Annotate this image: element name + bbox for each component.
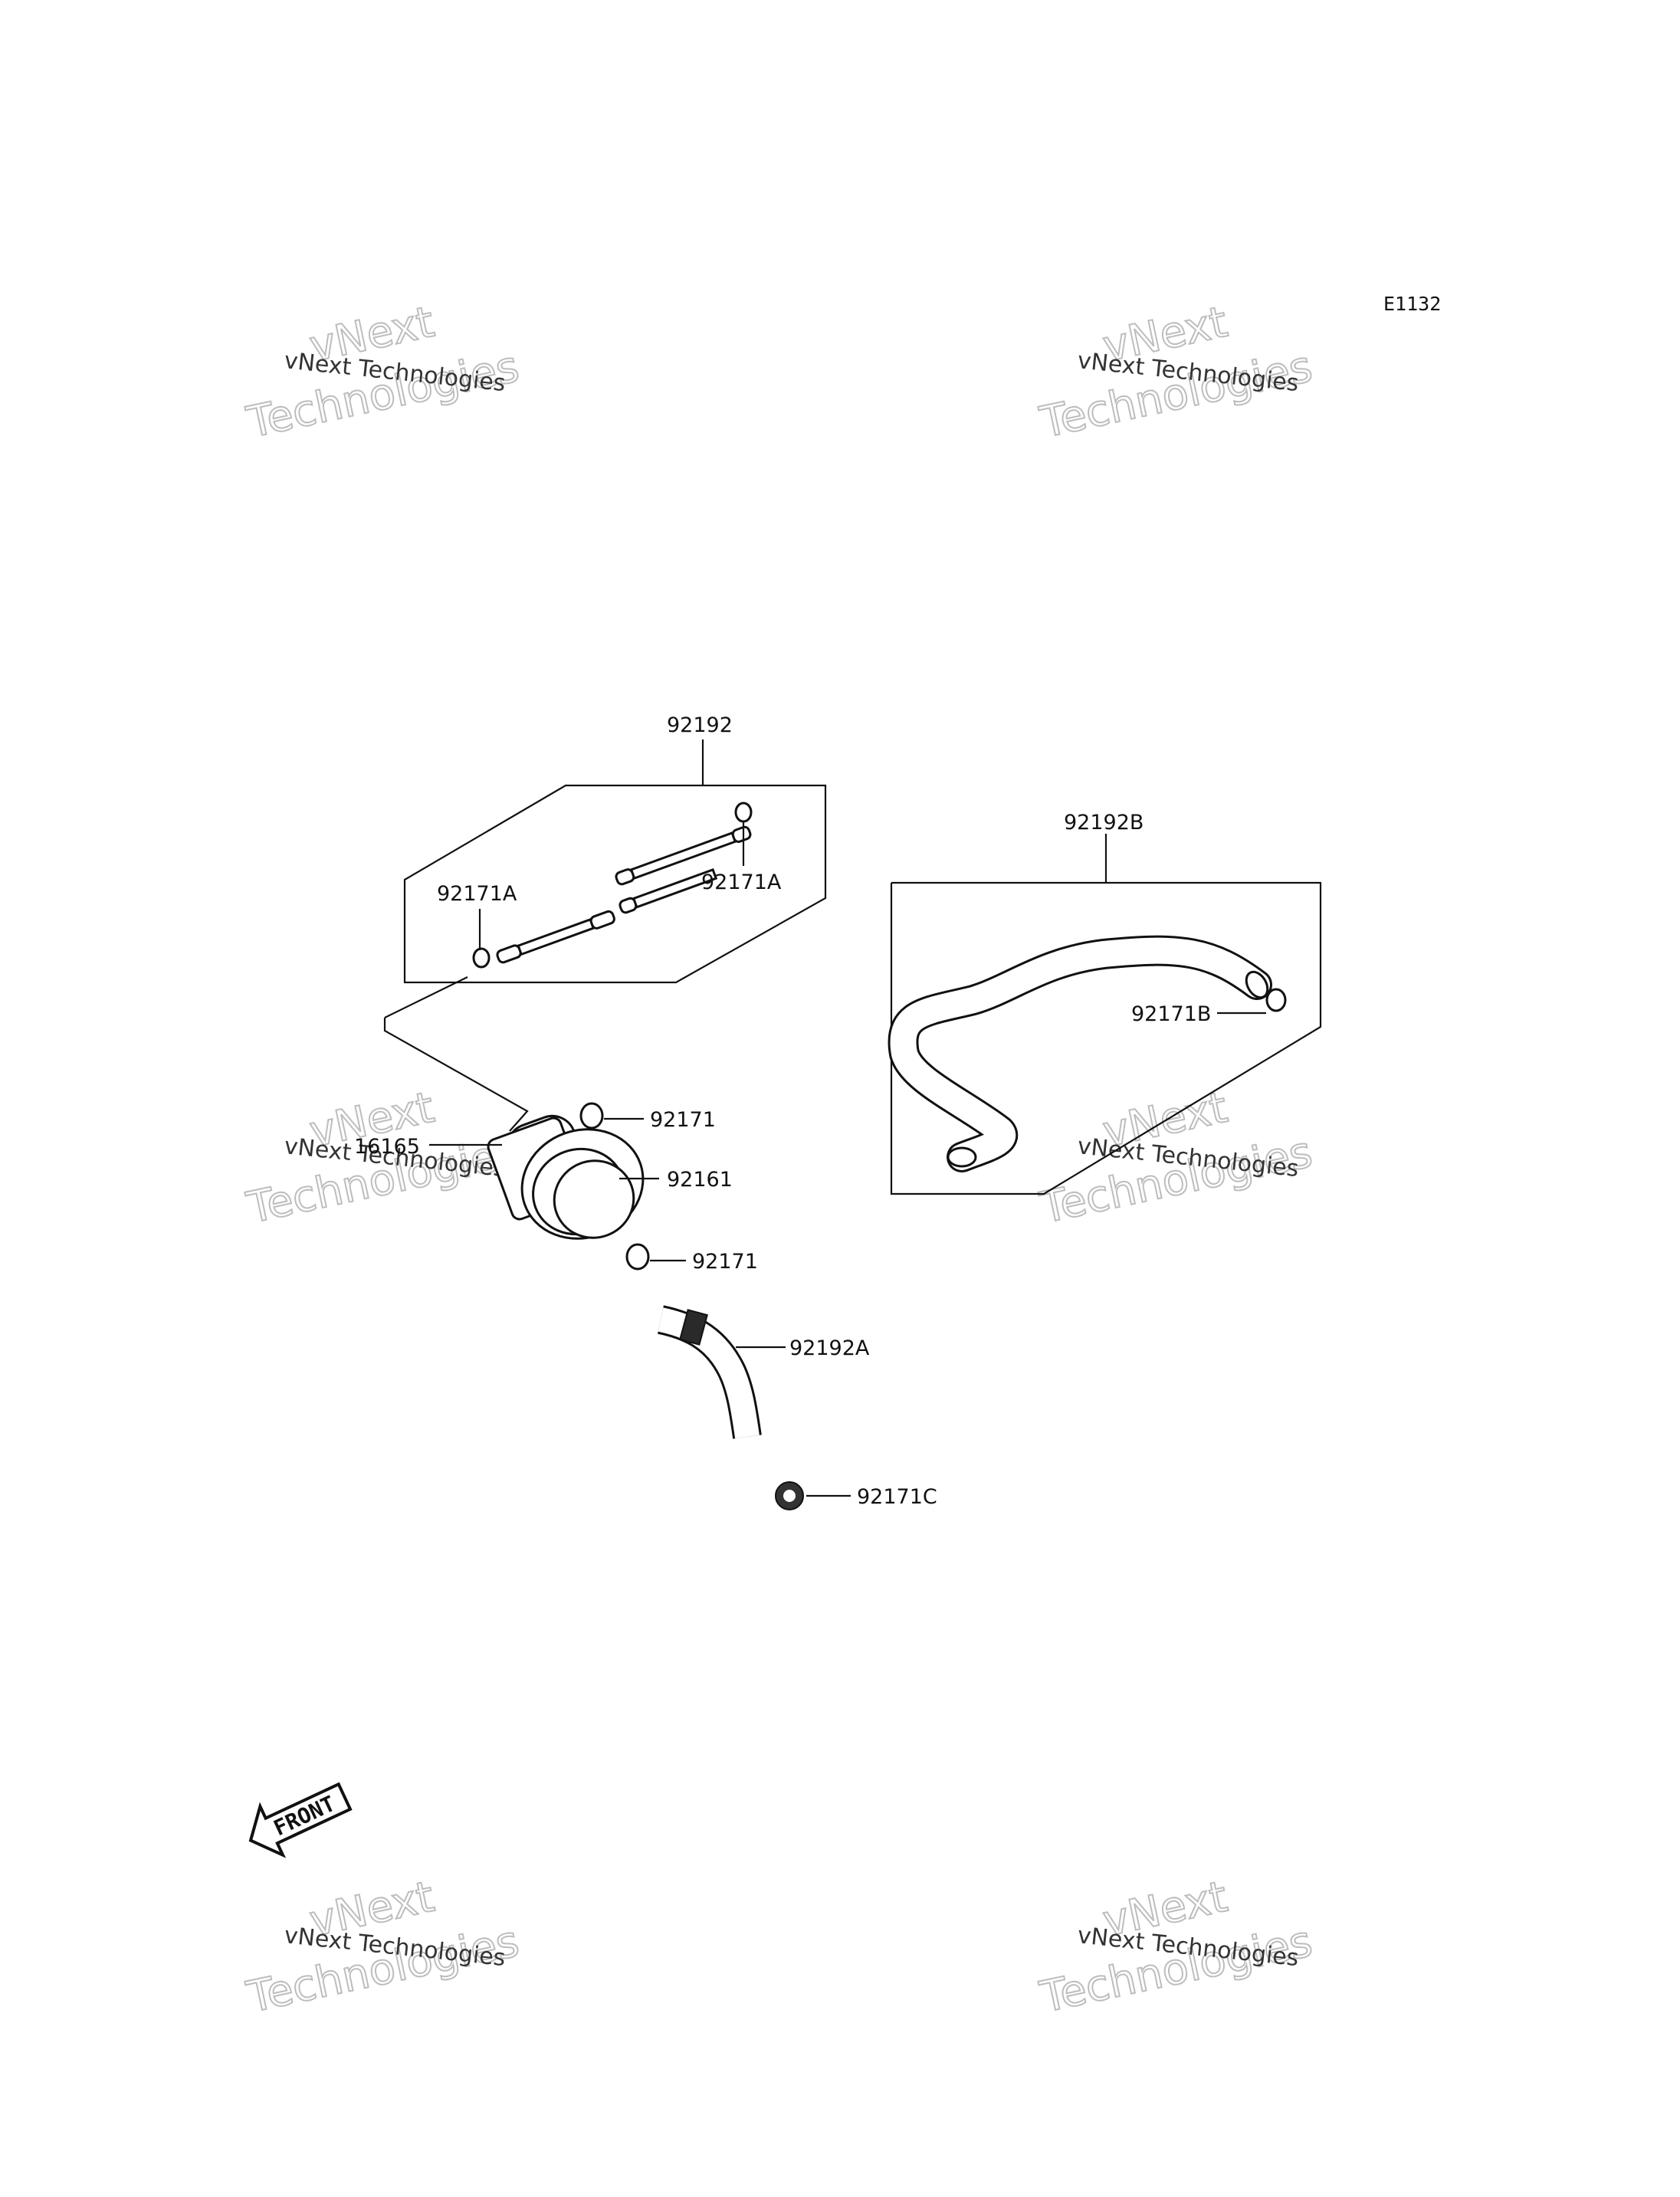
front-label: FRONT [270, 1791, 339, 1841]
hose-92192A: 92192A [657, 1305, 870, 1439]
label-92171-top: 92171 [650, 1108, 716, 1132]
label-92171C: 92171C [857, 1485, 937, 1509]
pipe-segment-middle [619, 867, 718, 914]
label-92161: 92161 [667, 1168, 733, 1192]
watermark-mid-right: vNext Technologies vNext Technologies [1035, 1082, 1317, 1235]
clamp-92171-bottom: 92171 [625, 1243, 758, 1274]
fuel-filter-92161: 16165 92161 [354, 1114, 733, 1240]
front-direction-arrow: FRONT [248, 1782, 353, 1858]
clamp-92171A-right [734, 802, 753, 823]
diagram-code: E1132 [1383, 293, 1441, 315]
clamp-92171-top: 92171 [579, 1102, 716, 1132]
clamp-92171C: 92171C [775, 1481, 937, 1510]
watermark-bottom-right: vNext Technologies vNext Technologies [1035, 1871, 1317, 2024]
hose-kit-92192: 92171A 92171A 92192 [383, 713, 827, 1132]
label-92192: 92192 [667, 713, 733, 737]
watermark-top-right: vNext Technologies vNext Technologies [1035, 297, 1317, 449]
label-92192B: 92192B [1064, 811, 1144, 835]
pipe-segment-right [615, 825, 752, 886]
clamp-92171B [1265, 988, 1287, 1012]
label-92171B: 92171B [1131, 1002, 1211, 1026]
label-92171A-right: 92171A [701, 871, 782, 894]
label-92171-bottom: 92171 [692, 1250, 758, 1274]
label-16165: 16165 [354, 1135, 420, 1159]
label-92192A: 92192A [789, 1336, 870, 1360]
clamp-92171A-left [472, 947, 491, 969]
pipe-segment-left [496, 910, 615, 964]
watermark-top-left: vNext Technologies vNext Technologies [241, 297, 523, 449]
watermark-bottom-left: vNext Technologies vNext Technologies [241, 1871, 523, 2024]
label-92171A-left: 92171A [437, 882, 517, 906]
hose-92192B: 92192B 92171B [888, 811, 1322, 1195]
